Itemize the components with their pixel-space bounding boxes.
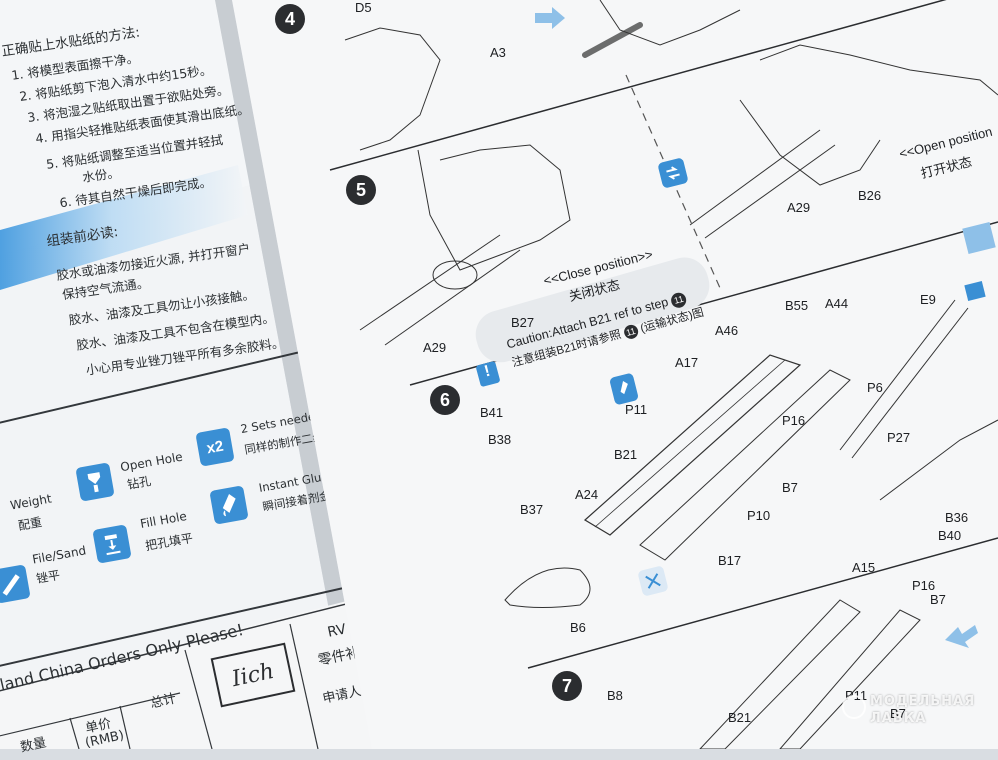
part-label: B7 — [782, 480, 798, 495]
part-label: P11 — [625, 402, 648, 417]
part-label: B26 — [858, 188, 882, 203]
part-label: P10 — [747, 508, 771, 523]
part-label: B8 — [607, 688, 623, 703]
part-label: B41 — [480, 405, 504, 420]
step-number: 4 — [275, 4, 305, 34]
part-label: A24 — [575, 487, 599, 502]
part-label: P6 — [867, 380, 883, 395]
part-label: B7 — [930, 592, 946, 607]
part-label: B21 — [728, 710, 752, 725]
part-label: P16 — [782, 413, 806, 428]
file-sand-icon — [0, 564, 31, 604]
glue-icon — [608, 372, 640, 406]
part-label: B38 — [488, 432, 512, 447]
part-label: B7 — [890, 706, 906, 721]
part-label: A15 — [852, 560, 876, 575]
part-label: P16 — [912, 578, 936, 593]
part-label: A29 — [787, 200, 811, 215]
part-label: B27 — [511, 315, 535, 330]
watermark-logo-icon — [842, 695, 866, 719]
part-label: D5 — [355, 0, 372, 15]
swap-icon — [657, 157, 689, 189]
part-label: B55 — [785, 298, 809, 313]
part-label: B21 — [614, 447, 638, 462]
open-hole-icon — [75, 462, 115, 502]
watermark-line1: МОДЕЛЬНАЯ — [870, 694, 976, 709]
instant-glue-icon — [209, 485, 249, 525]
part-label: B36 — [945, 510, 969, 525]
part-label: A3 — [490, 45, 506, 60]
fill-hole-icon — [637, 565, 669, 597]
step-number: 6 — [430, 385, 460, 415]
fill-hole-icon — [92, 524, 132, 564]
step-number: 5 — [346, 175, 376, 205]
part-label: P27 — [887, 430, 911, 445]
part-label: B37 — [520, 502, 544, 517]
part-label: B40 — [938, 528, 962, 543]
part-label: A46 — [715, 323, 739, 338]
watermark-line2: ЛАВКА — [870, 711, 927, 726]
part-label: B17 — [718, 553, 742, 568]
part-label: B6 — [570, 620, 586, 635]
part-label: A44 — [825, 296, 849, 311]
step-number: 7 — [552, 671, 582, 701]
part-label: A29 — [423, 340, 447, 355]
part-label: E9 — [920, 292, 936, 307]
part-label: A17 — [675, 355, 699, 370]
